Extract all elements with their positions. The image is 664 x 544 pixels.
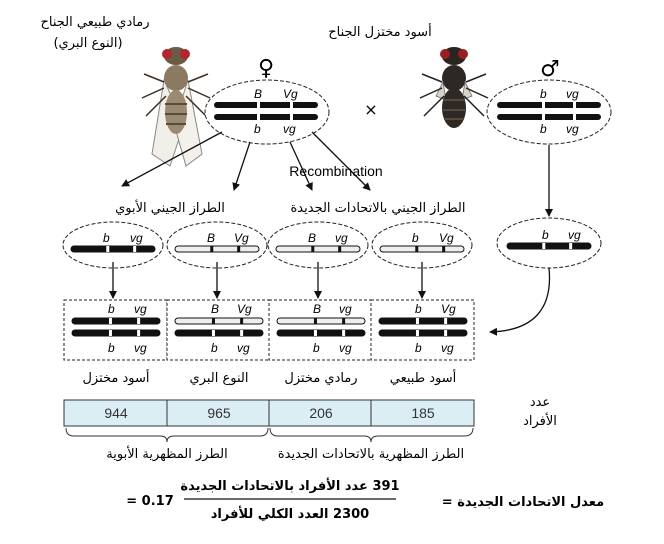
cross-symbol: × (364, 100, 377, 119)
recombination-label: Recombination (289, 163, 382, 179)
allele-label: b (540, 87, 547, 101)
allele-label: vg (130, 231, 143, 245)
allele-label: B (254, 87, 262, 101)
gamete: b Vg (371, 221, 473, 269)
allele-label: vg (134, 302, 147, 316)
allele-label: vg (566, 122, 579, 136)
allele-label: Vg (439, 231, 454, 245)
count-label-line1: عدد (530, 395, 550, 410)
chromosome (174, 329, 264, 337)
gamete: B Vg (166, 221, 268, 269)
recombinant-phenotypes-label: الطرز المظهرية بالاتحادات الجديدة (278, 447, 464, 462)
recombinant-brace (269, 427, 474, 443)
allele-label: vg (237, 341, 250, 355)
chromosome-top (214, 102, 318, 108)
phenotype-label: رمادي مختزل (284, 371, 357, 386)
count-bar: 944 965 206 185 (63, 399, 475, 427)
offspring-genotype: b Vg b vg (370, 299, 475, 361)
chromosome (174, 317, 264, 325)
allele-label: B (207, 231, 215, 245)
chromosome (276, 317, 366, 325)
formula-denominator: 2300 العدد الكلي للأفراد (211, 505, 369, 522)
allele-label: b (103, 231, 110, 245)
chromosome (379, 245, 465, 253)
count-label-line2: الأفراد (523, 412, 557, 429)
allele-label: Vg (234, 231, 249, 245)
meiosis-arrows (121, 131, 553, 217)
allele-label: B (313, 302, 321, 316)
allele-label: Vg (283, 87, 298, 101)
chromosome (71, 317, 161, 325)
allele-label: vg (566, 87, 579, 101)
recombinant-genotype-label: الطراز الجيني بالاتحادات الجديدة (291, 201, 466, 216)
allele-label: vg (339, 302, 352, 316)
allele-label: vg (335, 231, 348, 245)
chromosome (275, 245, 361, 253)
allele-label: b (540, 122, 547, 136)
black-vestigial-fly-icon (419, 47, 489, 128)
female-parent-genotype: B Vg b vg (204, 79, 330, 145)
offspring-count: 206 (309, 405, 333, 421)
chromosome (378, 329, 468, 337)
allele-label: vg (568, 228, 581, 242)
offspring-count: 185 (411, 405, 435, 421)
female-sex-symbol: ♀ (258, 56, 274, 81)
allele-label: b (254, 122, 261, 136)
chromosome (506, 242, 592, 250)
gamete: b vg (62, 221, 164, 269)
offspring-count: 965 (207, 405, 231, 421)
allele-label: Vg (441, 302, 456, 316)
parental-brace (65, 427, 269, 443)
allele-label: Vg (237, 302, 252, 316)
male-parent-genotype: b vg b vg (486, 79, 612, 145)
parental-phenotypes-label: الطرز المظهرية الأبوية (106, 445, 227, 462)
male-sex-symbol: ♂ (540, 57, 560, 82)
phenotype-label: النوع البري (190, 371, 249, 386)
male-gamete: b vg (496, 217, 602, 269)
parental-genotype-label: الطراز الجيني الأبوي (115, 199, 225, 216)
allele-label: B (211, 302, 219, 316)
allele-label: b (313, 341, 320, 355)
female-parent-label: رمادي طبيعي الجناح (41, 15, 150, 30)
formula-numerator: 391 عدد الأفراد بالاتحادات الجديدة (180, 477, 399, 494)
allele-label: b (211, 341, 218, 355)
phenotype-label: أسود مختزل (82, 369, 149, 386)
offspring-count: 944 (104, 405, 128, 421)
female-parent-sublabel: (النوع البري) (53, 36, 122, 51)
allele-label: b (108, 302, 115, 316)
allele-label: B (308, 231, 316, 245)
chromosome (378, 317, 468, 325)
male-parent-label: أسود مختزل الجناح (328, 23, 431, 40)
allele-label: vg (339, 341, 352, 355)
fertilization-arrows (109, 262, 551, 336)
chromosome (276, 329, 366, 337)
wild-type-fly-icon (141, 47, 211, 167)
phenotype-label: أسود طبيعي (390, 369, 456, 386)
formula-left: معدل الاتحادات الجديدة = (442, 495, 604, 510)
allele-label: vg (441, 341, 454, 355)
allele-label: vg (283, 122, 296, 136)
chromosome-bottom (214, 114, 318, 120)
allele-label: b (108, 341, 115, 355)
allele-label: b (415, 341, 422, 355)
offspring-genotype: b vg b vg (63, 299, 168, 361)
allele-label: b (412, 231, 419, 245)
chromosome (71, 329, 161, 337)
chromosome (174, 245, 260, 253)
formula-result: = 0.17 (126, 494, 174, 509)
allele-label: b (415, 302, 422, 316)
allele-label: b (542, 228, 549, 242)
allele-label: vg (134, 341, 147, 355)
offspring-genotype: B Vg b vg (166, 299, 271, 361)
chromosome (70, 245, 156, 253)
